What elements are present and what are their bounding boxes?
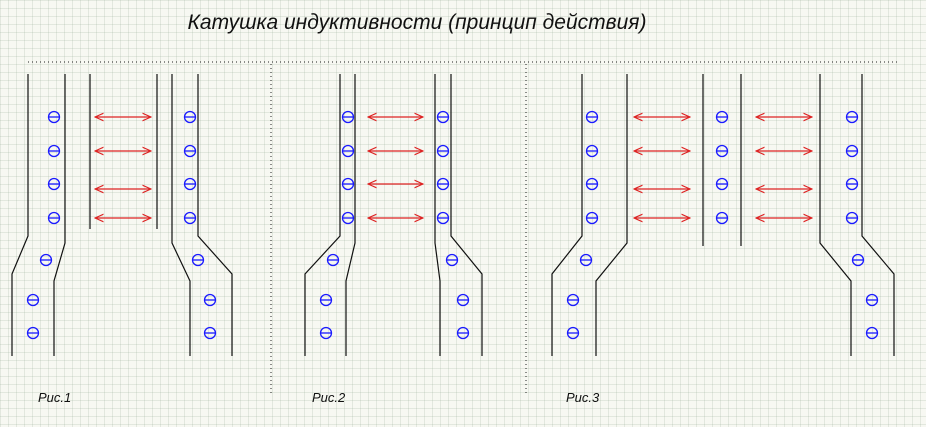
electron-icon	[47, 177, 61, 191]
electron-icon	[183, 211, 197, 225]
electron-icon	[319, 293, 333, 307]
electron-icon	[851, 253, 865, 267]
fig1-right-conductor-inner	[171, 74, 191, 356]
electron-icon	[865, 326, 879, 340]
charges	[26, 110, 879, 340]
electron-icon	[845, 144, 859, 158]
electron-icon	[456, 326, 470, 340]
electron-icon	[845, 110, 859, 124]
figure-2-caption: Рис.2	[312, 390, 346, 405]
arrows	[95, 117, 812, 218]
electron-icon	[845, 177, 859, 191]
electron-icon	[203, 293, 217, 307]
electron-icon	[566, 293, 580, 307]
diagram-title: Катушка индуктивности (принцип действия)	[187, 11, 647, 34]
electron-icon	[183, 144, 197, 158]
fig2-right-conductor-outer	[450, 74, 483, 356]
electron-icon	[47, 211, 61, 225]
electron-icon	[456, 293, 470, 307]
fig1-left-conductor-outer	[11, 74, 29, 356]
electron-icon	[715, 177, 729, 191]
fig1-right-conductor-outer	[197, 74, 233, 356]
fig3-left-conductor-outer	[551, 74, 583, 356]
electron-icon	[341, 211, 355, 225]
electron-icon	[579, 253, 593, 267]
fig3-left-conductor-inner	[595, 74, 628, 356]
electron-icon	[203, 326, 217, 340]
fig3-right-conductor-inner	[819, 74, 852, 356]
fig2-left-conductor-outer	[304, 74, 341, 356]
electron-icon	[715, 110, 729, 124]
electron-icon	[715, 211, 729, 225]
electron-icon	[183, 110, 197, 124]
electron-icon	[445, 253, 459, 267]
electron-icon	[341, 177, 355, 191]
electron-icon	[865, 293, 879, 307]
electron-icon	[341, 144, 355, 158]
electron-icon	[436, 177, 450, 191]
figure-1-caption: Рис.1	[38, 390, 72, 405]
electron-icon	[47, 110, 61, 124]
electron-icon	[585, 144, 599, 158]
electron-icon	[191, 253, 205, 267]
figure-3-caption: Рис.3	[566, 390, 600, 405]
separators	[28, 61, 897, 395]
electron-icon	[585, 110, 599, 124]
electron-icon	[585, 177, 599, 191]
wires	[11, 74, 895, 356]
fig1-left-conductor-inner	[53, 74, 66, 356]
electron-icon	[436, 144, 450, 158]
electron-icon	[715, 144, 729, 158]
electron-icon	[326, 253, 340, 267]
electron-icon	[47, 144, 61, 158]
electron-icon	[26, 326, 40, 340]
electron-icon	[319, 326, 333, 340]
electron-icon	[436, 211, 450, 225]
electron-icon	[183, 177, 197, 191]
electron-icon	[26, 293, 40, 307]
electron-icon	[566, 326, 580, 340]
fig2-left-conductor-inner	[345, 74, 356, 356]
electron-icon	[341, 110, 355, 124]
electron-icon	[436, 110, 450, 124]
electron-icon	[585, 211, 599, 225]
electron-icon	[39, 253, 53, 267]
fig3-right-conductor-outer	[861, 74, 895, 356]
electron-icon	[845, 211, 859, 225]
fig2-right-conductor-inner	[434, 74, 441, 356]
